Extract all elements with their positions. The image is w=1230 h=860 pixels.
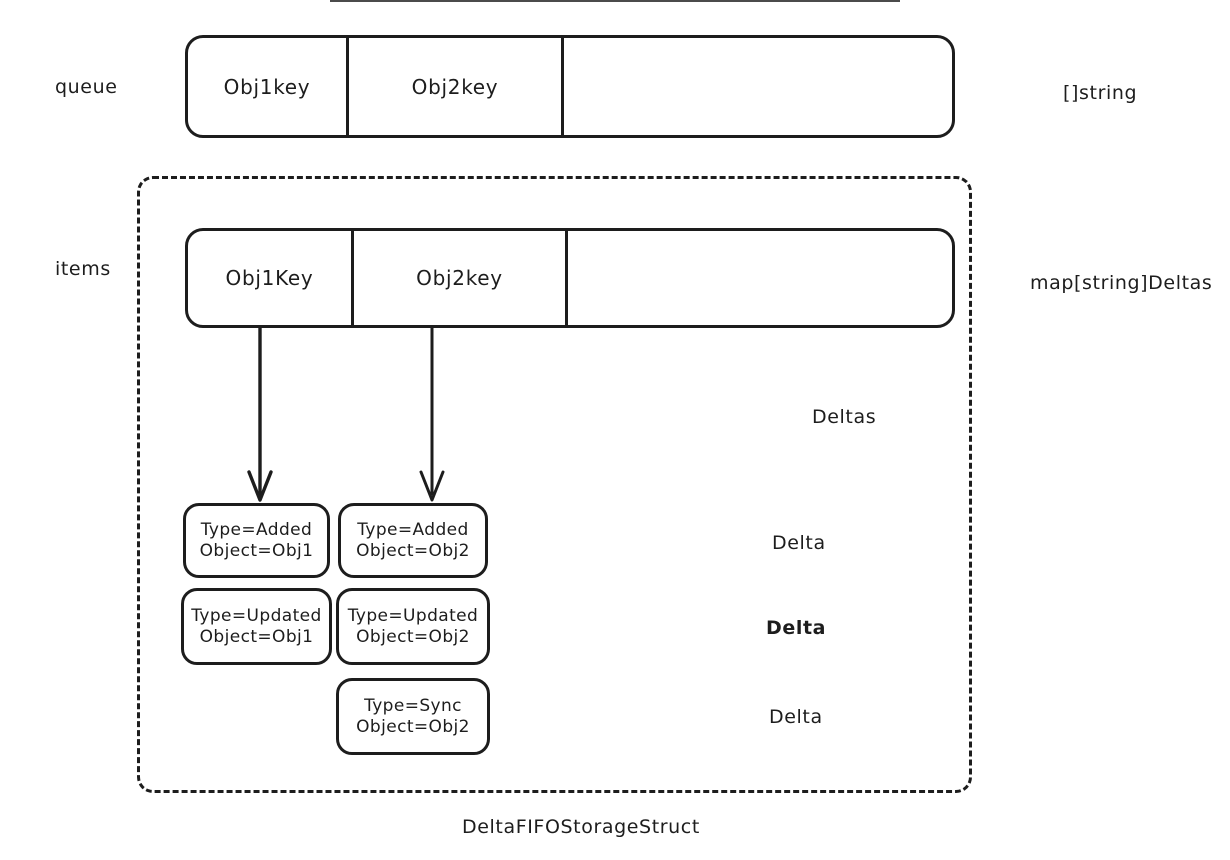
deltafifo-storage-struct-container [137, 176, 972, 793]
delta-object-line: Object=Obj2 [356, 540, 470, 561]
items-row-label: items [55, 258, 111, 280]
delta-object-line: Object=Obj1 [199, 540, 314, 561]
delta-object-line: Object=Obj2 [356, 626, 470, 647]
items-cell-1[interactable]: Obj2key [351, 231, 565, 325]
delta-box-obj2-sync[interactable]: Type=Sync Object=Obj2 [336, 678, 490, 755]
items-type-label: map[string]Deltas [1030, 272, 1213, 294]
queue-row-label: queue [55, 76, 118, 98]
items-cell-0[interactable]: Obj1Key [225, 266, 314, 290]
top-edge-hairline [0, 0, 1230, 2]
delta-type-line: Type=Sync [364, 695, 462, 716]
items-slot-bar[interactable]: Obj1Key Obj2key [185, 228, 955, 328]
delta-object-line: Object=Obj1 [199, 626, 314, 647]
annotation-delta-3: Delta [769, 706, 823, 728]
queue-cell-1[interactable]: Obj2key [346, 38, 561, 135]
diagram-caption: DeltaFIFOStorageStruct [462, 816, 700, 838]
queue-type-label: []string [1063, 82, 1138, 104]
arrow-obj2key-to-delta [419, 326, 445, 502]
queue-slot-bar[interactable]: Obj1key Obj2key [185, 35, 955, 138]
annotation-deltas: Deltas [812, 406, 877, 428]
delta-box-obj1-updated[interactable]: Type=Updated Object=Obj1 [181, 588, 332, 665]
delta-box-obj1-added[interactable]: Type=Added Object=Obj1 [183, 503, 330, 578]
annotation-delta-2: Delta [766, 617, 827, 639]
delta-box-obj2-updated[interactable]: Type=Updated Object=Obj2 [336, 588, 490, 665]
delta-type-line: Type=Added [357, 519, 469, 540]
queue-cell-0[interactable]: Obj1key [223, 74, 311, 99]
delta-object-line: Object=Obj2 [356, 716, 470, 737]
delta-type-line: Type=Added [200, 519, 313, 540]
delta-box-obj2-added[interactable]: Type=Added Object=Obj2 [338, 503, 488, 578]
delta-type-line: Type=Updated [191, 605, 322, 626]
items-cell-2[interactable] [565, 231, 952, 325]
queue-cell-2[interactable] [561, 38, 952, 135]
arrow-obj1key-to-delta [247, 326, 273, 502]
annotation-delta-1: Delta [772, 532, 826, 554]
delta-type-line: Type=Updated [347, 605, 479, 626]
